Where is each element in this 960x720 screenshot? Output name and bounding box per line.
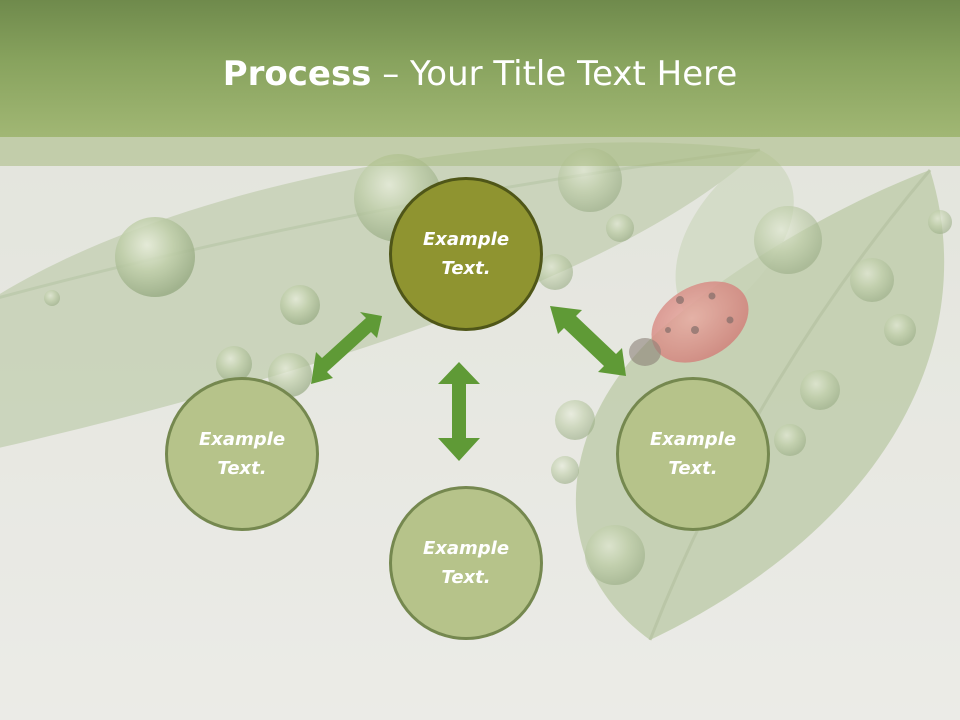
process-node-bottom[interactable]: Example Text.	[389, 486, 543, 640]
slide-title[interactable]: Process – Your Title Text Here	[0, 52, 960, 96]
node-center-line2: Text.	[441, 258, 491, 279]
double-arrow-icon	[550, 306, 626, 376]
title-bar-band	[0, 137, 960, 166]
process-node-center[interactable]: Example Text.	[389, 177, 543, 331]
node-center-line1: Example	[422, 229, 510, 250]
node-left-line2: Text.	[217, 458, 267, 479]
double-arrow-icon	[311, 312, 382, 384]
node-bottom-line2: Text.	[441, 567, 491, 588]
slide-title-rest: – Your Title Text Here	[371, 54, 738, 94]
process-node-left[interactable]: Example Text.	[165, 377, 319, 531]
node-right-line2: Text.	[668, 458, 718, 479]
node-left-line1: Example	[198, 429, 286, 450]
node-right-line1: Example	[649, 429, 737, 450]
process-node-right[interactable]: Example Text.	[616, 377, 770, 531]
slide-title-bold: Process	[222, 54, 372, 94]
node-bottom-line1: Example	[422, 538, 510, 559]
double-arrow-icon	[438, 362, 480, 461]
title-bar	[0, 0, 960, 137]
